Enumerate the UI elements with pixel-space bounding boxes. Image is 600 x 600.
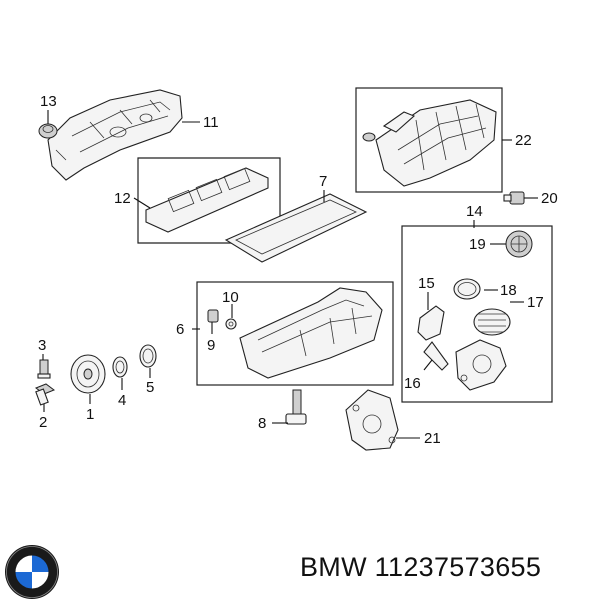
shaft-seal <box>139 344 157 368</box>
callout-16: 16 <box>404 375 421 392</box>
callout-22: 22 <box>515 132 532 149</box>
drive-chain <box>423 341 449 371</box>
callout-1: 1 <box>86 406 94 423</box>
sensor <box>503 191 525 205</box>
callout-5: 5 <box>146 379 154 396</box>
callout-6: 6 <box>176 321 184 338</box>
callout-10: 10 <box>222 289 239 306</box>
callout-2: 2 <box>39 414 47 431</box>
callout-17: 17 <box>527 294 544 311</box>
pump-housing <box>345 389 399 451</box>
drain-plug <box>207 309 219 323</box>
washer <box>225 318 237 330</box>
callout-19: 19 <box>469 236 486 253</box>
valve-cover <box>47 89 183 181</box>
part-number-label: BMW 11237573655 <box>300 552 542 582</box>
callout-9: 9 <box>207 337 215 354</box>
callout-20: 20 <box>541 190 558 207</box>
callout-4: 4 <box>118 392 126 409</box>
bracket <box>417 305 445 341</box>
bmw-roundel-icon <box>5 545 59 599</box>
screw <box>34 383 56 406</box>
callout-labels: 13 11 12 7 22 20 14 19 18 17 15 16 21 8 … <box>38 93 558 447</box>
callout-3: 3 <box>38 337 46 354</box>
oil-pan <box>239 287 383 379</box>
seal-ring <box>112 356 128 378</box>
oil-filter-cap <box>505 230 533 258</box>
callout-13: 13 <box>40 93 57 110</box>
callout-8: 8 <box>258 415 266 432</box>
oil-level-sensor <box>285 389 307 425</box>
oil-pump <box>455 339 507 391</box>
callout-11: 11 <box>203 114 219 131</box>
box-oil-filter-pump <box>401 225 553 403</box>
callout-18: 18 <box>500 282 517 299</box>
crankshaft-pulley <box>70 354 106 394</box>
o-ring <box>453 278 481 300</box>
oil-filler-cap <box>38 123 58 139</box>
leader-lines <box>42 110 538 439</box>
oil-filter-element <box>473 308 511 336</box>
callout-15: 15 <box>418 275 435 292</box>
valve-cover-gasket <box>145 167 269 233</box>
intake-manifold <box>362 99 497 187</box>
callout-7: 7 <box>319 173 327 190</box>
callout-21: 21 <box>424 430 441 447</box>
bolt <box>37 359 51 379</box>
callout-12: 12 <box>114 190 131 207</box>
oil-pan-gasket <box>224 193 368 263</box>
box-oil-pan <box>196 281 394 386</box>
callout-14: 14 <box>466 203 483 220</box>
